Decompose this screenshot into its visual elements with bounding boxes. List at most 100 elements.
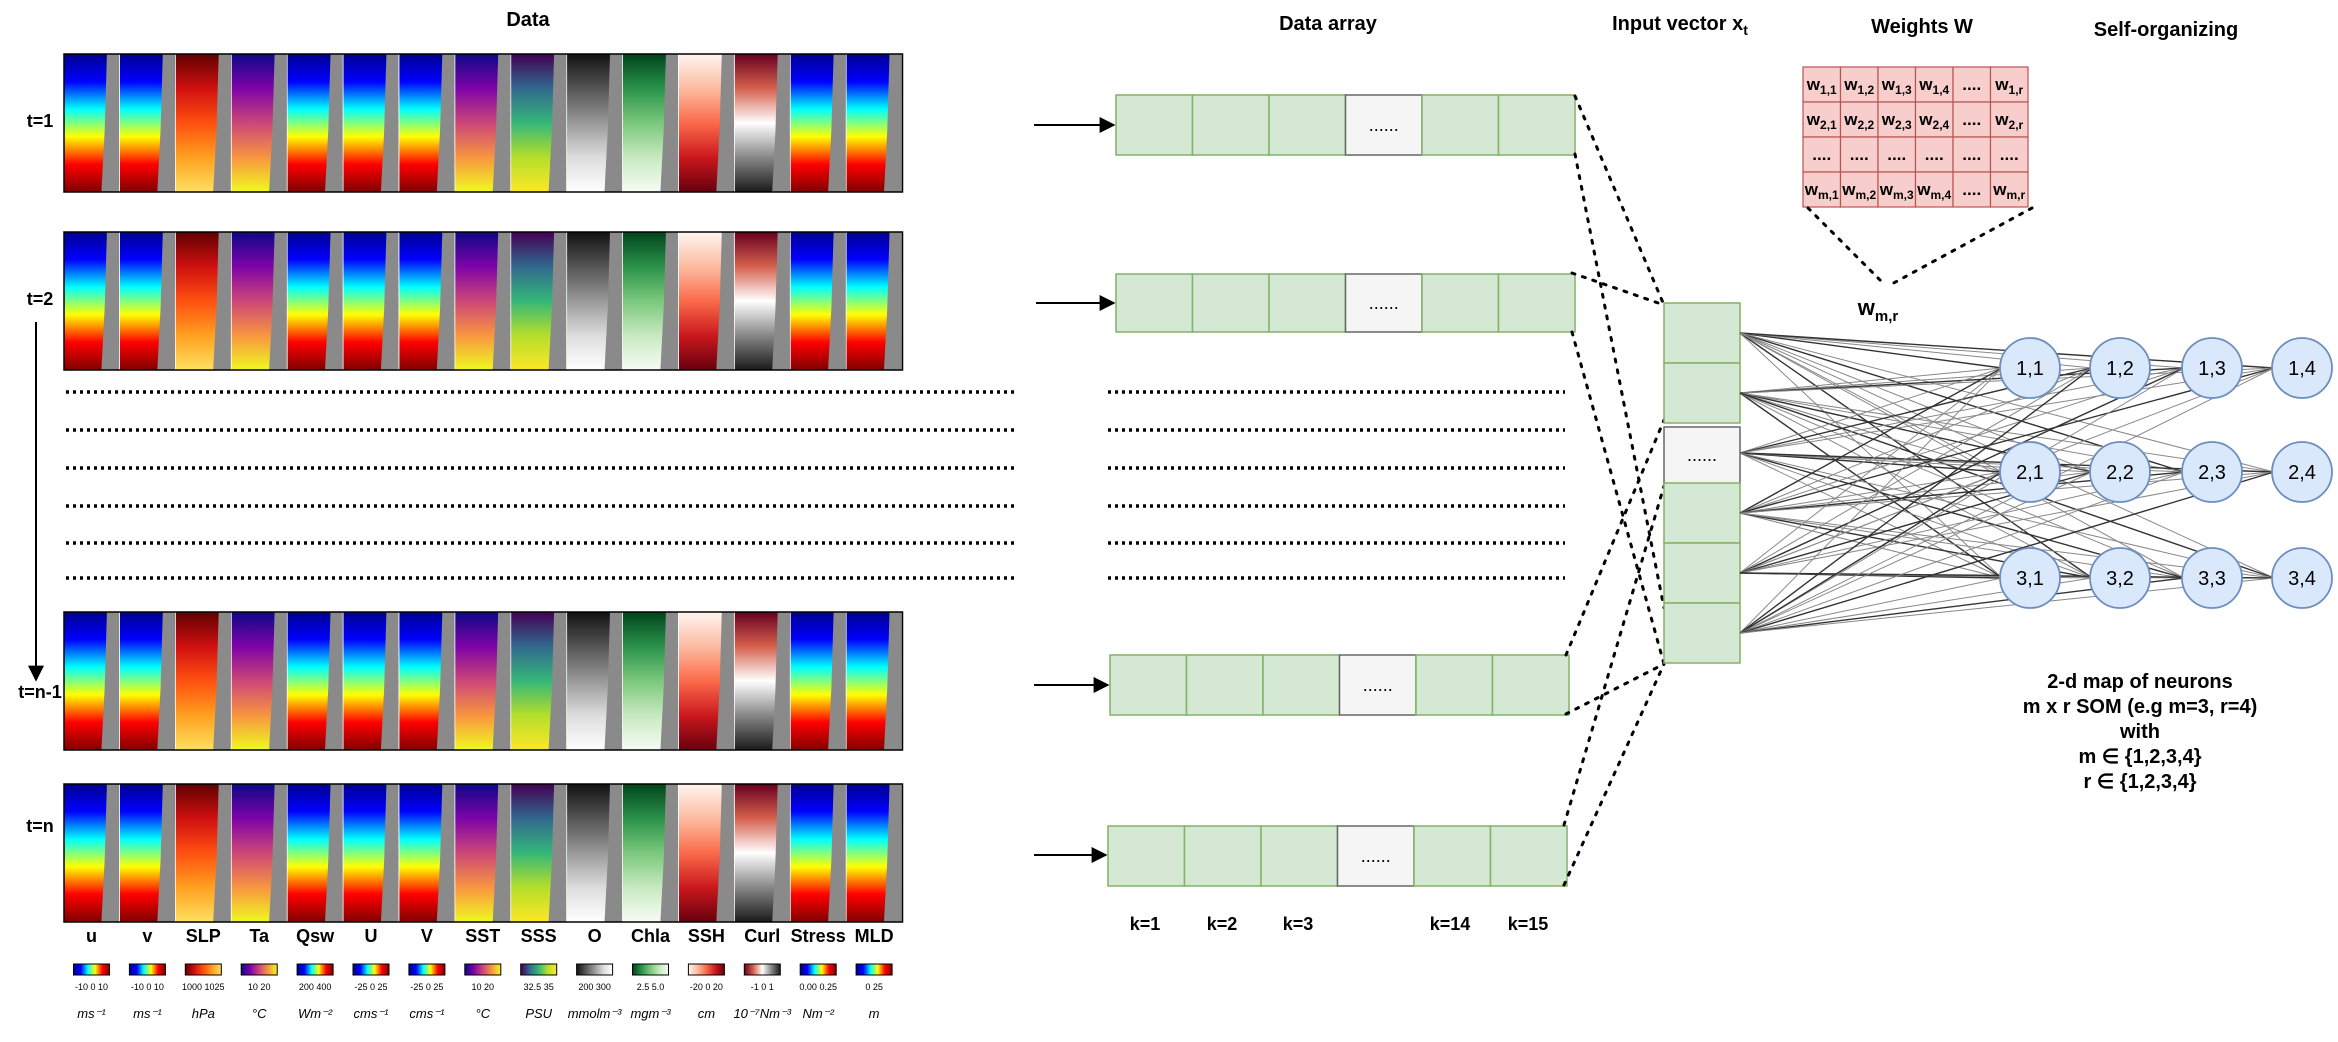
dotted-connector xyxy=(1573,94,1666,307)
weight-index: 1,r xyxy=(2009,83,2024,97)
array-ellipsis-cell xyxy=(1344,273,1423,333)
neuron: 3,4 xyxy=(2271,547,2333,609)
dotted-connector xyxy=(1562,484,1666,827)
land-mask xyxy=(772,612,790,750)
land-mask xyxy=(492,54,511,192)
k-label: k=1 xyxy=(1130,914,1161,934)
map-row xyxy=(63,53,904,193)
colorbar-ticks: 0 25 xyxy=(865,982,883,992)
map-row-border xyxy=(63,231,904,371)
weight-text: w2,4 xyxy=(1918,110,1949,132)
land-mask xyxy=(548,784,567,922)
map-row-border xyxy=(63,53,904,193)
land-mask xyxy=(436,612,455,750)
weight-symbol: w xyxy=(1881,110,1896,129)
land-mask xyxy=(772,784,790,922)
land-mask xyxy=(101,232,119,370)
weight-text: .... xyxy=(1812,145,1831,164)
som-connection xyxy=(1739,392,2003,579)
weight-text: .... xyxy=(1887,145,1906,164)
som-connection xyxy=(1739,367,2003,454)
weight-symbol: w xyxy=(1841,180,1856,199)
land-mask xyxy=(269,784,287,922)
colorbar-ticks: -25 0 25 xyxy=(410,982,443,992)
neuron-label: 2,3 xyxy=(2198,462,2226,484)
som-connection xyxy=(1739,577,2003,634)
weight-cell xyxy=(1952,171,1992,208)
land-mask xyxy=(101,784,119,922)
land-mask xyxy=(716,54,734,192)
weight-symbol: w xyxy=(1879,180,1894,199)
variable-label: U xyxy=(365,926,378,946)
weight-text: w2,3 xyxy=(1881,110,1912,132)
land-mask xyxy=(380,784,399,922)
som-connection xyxy=(1739,452,2275,579)
land-mask xyxy=(548,54,567,192)
land-mask xyxy=(828,612,846,750)
array-ellipsis-cell xyxy=(1336,825,1415,887)
weight-text: .... xyxy=(1962,145,1981,164)
weight-text: .... xyxy=(1962,180,1981,199)
land-mask xyxy=(157,612,175,750)
weight-cell xyxy=(1952,66,1992,103)
colorbar-ticks: 0.00 0.25 xyxy=(799,982,837,992)
neuron: 3,2 xyxy=(2089,547,2151,609)
colorbar-unit: Nm⁻² xyxy=(802,1006,834,1021)
weight-cell xyxy=(1877,66,1917,103)
array-ellipsis-text: ...... xyxy=(1369,293,1399,313)
land-mask xyxy=(380,232,399,370)
array-cell xyxy=(1268,94,1347,156)
variable-label: O xyxy=(588,926,602,946)
map-row-border xyxy=(63,783,904,923)
array-cell xyxy=(1421,273,1500,333)
colorbar-unit: cms⁻¹ xyxy=(353,1006,389,1021)
som-connection xyxy=(1739,367,2003,574)
dotted-connector xyxy=(1564,418,1666,657)
colorbar-ticks: -20 0 20 xyxy=(690,982,723,992)
land-mask xyxy=(157,232,175,370)
weight-text: .... xyxy=(1962,75,1981,94)
colorbar-unit: ms⁻¹ xyxy=(133,1006,162,1021)
array-ellipsis-text: ...... xyxy=(1369,115,1399,135)
som-connection xyxy=(1739,367,2275,634)
weight-symbol: w xyxy=(1918,75,1933,94)
weight-index: m,3 xyxy=(1893,188,1914,202)
land-mask xyxy=(604,54,623,192)
weight-index: 1,3 xyxy=(1895,83,1912,97)
weight-index: 2,3 xyxy=(1895,118,1912,132)
weight-text: w1,2 xyxy=(1843,75,1874,97)
array-cell xyxy=(1191,273,1270,333)
weight-text: w1,3 xyxy=(1881,75,1912,97)
neuron-label: 3,1 xyxy=(2016,568,2044,590)
header-input-vector: Input vector xt xyxy=(1612,13,1748,38)
weight-text: w1,1 xyxy=(1806,75,1837,97)
som-connection xyxy=(1739,332,2003,369)
data-array: ...... xyxy=(1115,273,1576,333)
array-cell xyxy=(1115,94,1194,156)
variable-label: Curl xyxy=(744,926,780,946)
colorbar-ticks: -1 0 1 xyxy=(751,982,774,992)
header-input-vector-subscript: t xyxy=(1743,22,1748,38)
land-mask xyxy=(772,232,790,370)
land-mask xyxy=(548,232,567,370)
array-ellipsis-cell xyxy=(1338,654,1417,716)
colorbar-unit: °C xyxy=(476,1006,491,1021)
colorbar-swatch xyxy=(128,963,166,976)
neuron-circle xyxy=(1999,441,2061,503)
weight-index: 1,4 xyxy=(1933,83,1950,97)
land-mask xyxy=(884,232,902,370)
land-mask xyxy=(492,612,511,750)
land-mask xyxy=(604,612,623,750)
array-cell xyxy=(1183,825,1262,887)
colorbar-swatch xyxy=(464,963,502,976)
colorbar-swatch xyxy=(576,963,614,976)
neuron: 3,3 xyxy=(2181,547,2243,609)
weight-symbol: w xyxy=(1843,75,1858,94)
dotted-connector xyxy=(1570,330,1666,666)
input-cell xyxy=(1663,362,1741,424)
neuron-label: 3,3 xyxy=(2198,568,2226,590)
land-mask xyxy=(380,54,399,192)
